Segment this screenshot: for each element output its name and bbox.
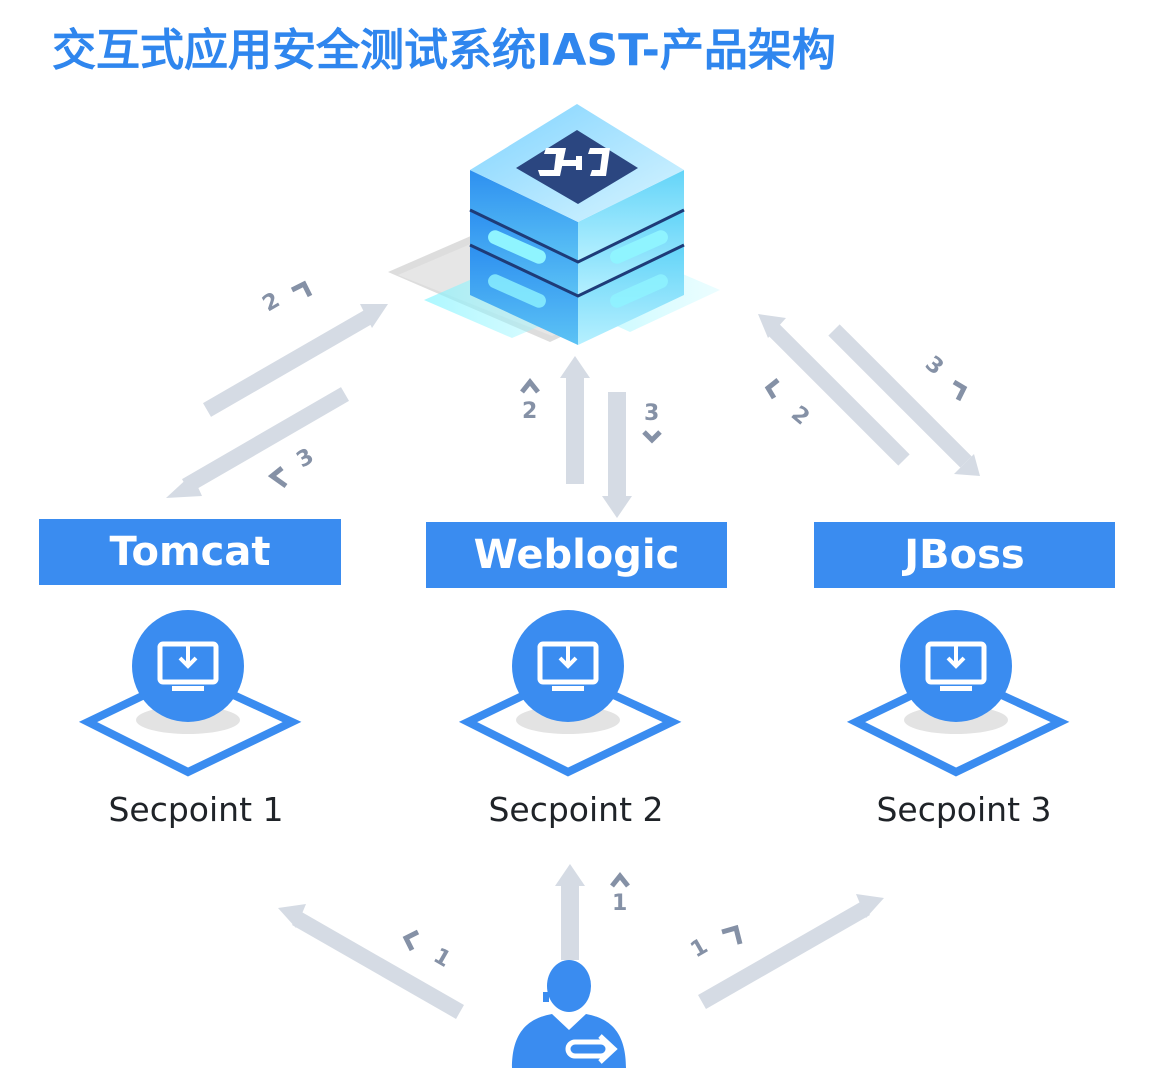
arrow-user-to-secpoint-1: [278, 904, 464, 1019]
arrow-server-to-weblogic: [602, 392, 632, 518]
arrow-user-to-secpoint-2: [555, 864, 585, 960]
step-chevron-icon: [267, 466, 288, 489]
app-server-weblogic: Weblogic: [426, 522, 727, 588]
step-chevron-icon: [952, 379, 968, 402]
arrow-server-to-jboss: [828, 324, 980, 476]
arrow-weblogic-to-server: [560, 356, 590, 484]
secpoint-3-label: Secpoint 3: [876, 790, 1052, 829]
step-chevron-icon: [520, 377, 540, 394]
app-server-label: Weblogic: [473, 532, 680, 578]
step-number: 1: [429, 944, 455, 973]
arrow-server-to-tomcat: [166, 387, 350, 498]
arrow-tomcat-to-server: [203, 304, 388, 417]
step-numbers: 2 3 2 3 2 3 1 1 1: [259, 280, 968, 973]
server-stack-icon: [388, 104, 720, 345]
step-number: 1: [687, 934, 713, 963]
step-chevron-icon: [642, 430, 662, 444]
step-number: 1: [612, 891, 627, 916]
flow-arrows: [166, 304, 980, 1019]
secpoint-3-icon: [846, 610, 1070, 777]
app-server-jboss: JBoss: [814, 522, 1115, 588]
secpoint-1-icon: [78, 610, 302, 777]
user-icon: [512, 960, 626, 1068]
secpoint-2-icon: [458, 610, 682, 777]
step-chevron-icon: [290, 280, 313, 298]
step-number: 3: [644, 401, 659, 426]
secpoint-2-label: Secpoint 2: [488, 790, 664, 829]
step-chevron-icon: [402, 929, 420, 952]
app-server-label: Tomcat: [109, 529, 271, 575]
step-number: 2: [786, 401, 814, 430]
arrow-user-to-secpoint-3: [698, 894, 884, 1009]
app-server-label: JBoss: [904, 532, 1025, 578]
step-chevron-icon: [721, 924, 743, 945]
step-number: 2: [522, 399, 537, 424]
step-number: 3: [293, 444, 319, 473]
step-chevron-icon: [610, 871, 630, 888]
step-number: 3: [920, 351, 948, 380]
app-server-tomcat: Tomcat: [39, 519, 341, 585]
step-chevron-icon: [764, 378, 780, 400]
step-number: 2: [259, 288, 285, 317]
arrow-jboss-to-server: [758, 314, 910, 466]
page-title: 交互式应用安全测试系统IAST-产品架构: [52, 25, 836, 76]
secpoint-1-label: Secpoint 1: [108, 790, 284, 829]
